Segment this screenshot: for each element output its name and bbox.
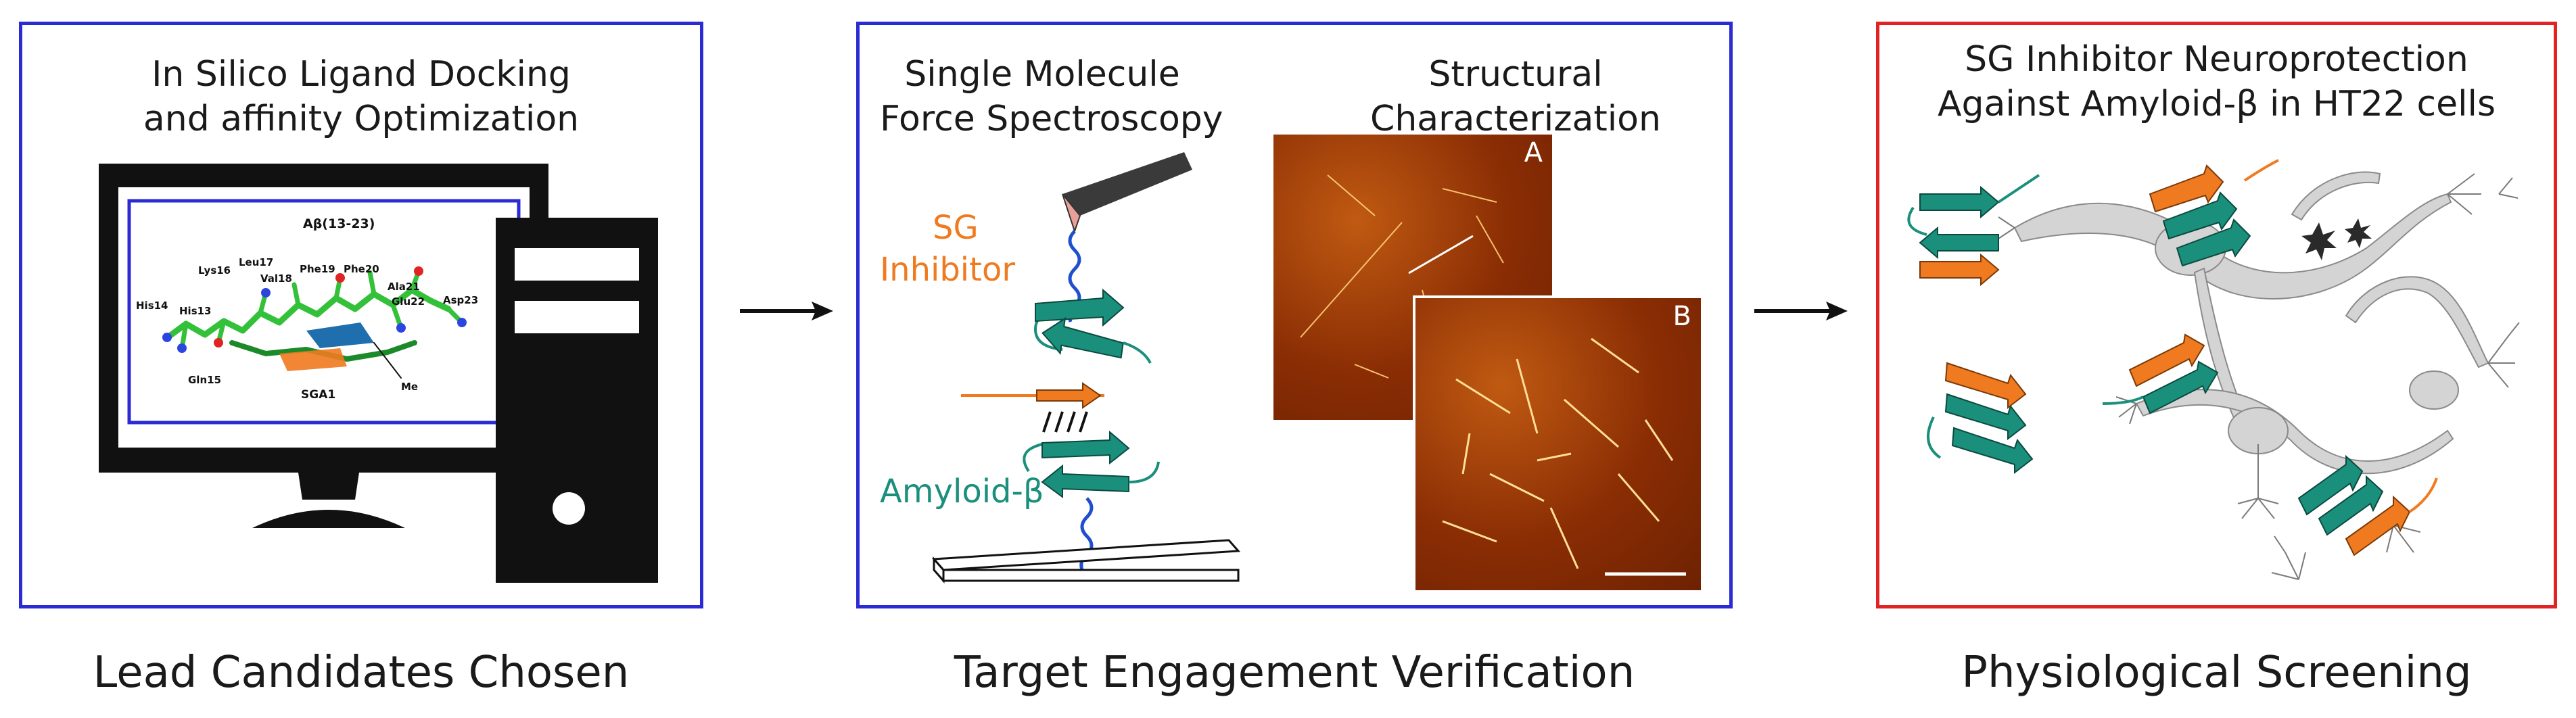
panel-1-title-line-1: In Silico Ligand Docking bbox=[151, 54, 571, 95]
afm-cantilever bbox=[1062, 152, 1192, 216]
afm-label-a: A bbox=[1524, 137, 1543, 168]
panel-1-title-line-2: and affinity Optimization bbox=[143, 99, 580, 139]
methyl-label: Me bbox=[401, 381, 418, 393]
aggregate-motif-2 bbox=[2149, 159, 2279, 267]
panel-target-engagement: Single Molecule Force Spectroscopy Struc… bbox=[856, 22, 1733, 608]
dendrites bbox=[1994, 173, 2520, 580]
residue-label-his14: His14 bbox=[136, 300, 168, 312]
neuron-network-illustration bbox=[1907, 159, 2520, 580]
monitor-stand bbox=[252, 510, 405, 528]
aggregate-motif-4 bbox=[2102, 333, 2219, 414]
lower-linker bbox=[1079, 497, 1094, 577]
structural-title-line-1: Structural bbox=[1428, 54, 1603, 95]
sg-inhibitor-label-line-2: Inhibitor bbox=[880, 251, 1016, 289]
aggregate-motif-3 bbox=[1927, 362, 2034, 475]
tower-drive-bay-2 bbox=[515, 301, 639, 333]
residue-label-glu22: Glu22 bbox=[392, 295, 425, 308]
peptide-label: Aβ(13-23) bbox=[303, 216, 375, 231]
residue-label-his13: His13 bbox=[179, 305, 212, 317]
caption-lead-candidates: Lead Candidates Chosen bbox=[93, 648, 630, 698]
arrow-right-icon bbox=[740, 302, 833, 320]
docking-molecule bbox=[162, 266, 467, 379]
substrate-side bbox=[942, 569, 1240, 582]
amyloid-strand-3 bbox=[1041, 430, 1130, 465]
amyloid-strand-4 bbox=[1041, 464, 1129, 498]
aggregate-motif-1 bbox=[1907, 174, 2040, 287]
panel-neuroprotection: SG Inhibitor Neuroprotection Against Amy… bbox=[1876, 22, 2557, 608]
tower-drive-bay-1 bbox=[515, 248, 639, 281]
tower-power-button bbox=[553, 492, 585, 525]
residue-label-val18: Val18 bbox=[260, 272, 292, 285]
monitor-neck bbox=[298, 473, 359, 500]
afm-tip bbox=[1062, 193, 1081, 234]
sg-inhibitor-strand bbox=[1036, 382, 1102, 409]
dark-glial-cells bbox=[2301, 218, 2372, 260]
amyloid-strand-2 bbox=[1041, 317, 1124, 359]
computer-icon: Aβ(13-23) His14 His13 Lys16 Leu17 Val18 … bbox=[99, 164, 658, 583]
smfs-title-line-1: Single Molecule bbox=[904, 54, 1180, 95]
panel-3-title-line-1: SG Inhibitor Neuroprotection bbox=[1965, 39, 2468, 80]
sg-inhibitor-label-line-1: SG bbox=[933, 209, 979, 247]
neurons bbox=[2013, 171, 2489, 475]
afm-image-b: B bbox=[1413, 295, 1704, 593]
amyloid-strand-1 bbox=[1035, 288, 1125, 327]
smfs-title-line-2: Force Spectroscopy bbox=[880, 99, 1223, 139]
residue-label-lys16: Lys16 bbox=[198, 264, 231, 277]
caption-physiological-screening: Physiological Screening bbox=[1961, 648, 2472, 698]
aggregate-motif-5 bbox=[2297, 454, 2438, 556]
residue-label-gln15: Gln15 bbox=[188, 374, 221, 386]
residue-label-ala21: Ala21 bbox=[388, 281, 420, 293]
amyloid-beta-label: Amyloid-β bbox=[880, 473, 1044, 510]
panel-3-title-line-2: Against Amyloid-β in HT22 cells bbox=[1937, 84, 2496, 124]
binding-hatch bbox=[1042, 411, 1088, 433]
smfs-illustration bbox=[931, 152, 1241, 583]
substrate-top bbox=[931, 539, 1241, 571]
caption-target-engagement: Target Engagement Verification bbox=[954, 648, 1635, 698]
panel-in-silico-docking: In Silico Ligand Docking and affinity Op… bbox=[19, 22, 703, 608]
ligand-label: SGA1 bbox=[301, 388, 335, 402]
residue-label-phe20: Phe20 bbox=[344, 263, 379, 275]
afm-label-b: B bbox=[1672, 301, 1691, 332]
residue-label-asp23: Asp23 bbox=[443, 294, 478, 306]
arrow-right-icon bbox=[1754, 302, 1848, 320]
residue-label-leu17: Leu17 bbox=[239, 256, 273, 268]
residue-label-phe19: Phe19 bbox=[300, 263, 335, 275]
